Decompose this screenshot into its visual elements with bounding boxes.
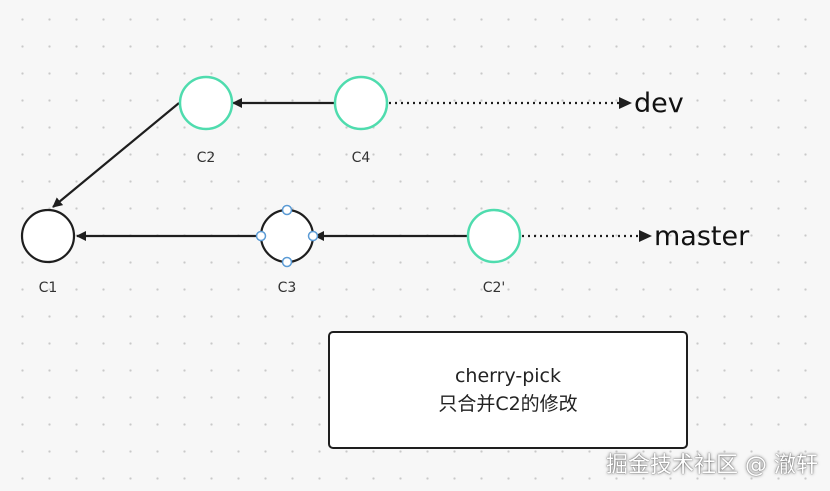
node-label-c4: C4 <box>352 150 371 166</box>
commit-node-c3[interactable] <box>259 208 315 264</box>
master-pointer-arrow <box>522 230 652 242</box>
commit-node-c2[interactable] <box>178 75 234 131</box>
commit-node-c3-selected[interactable] <box>255 204 319 268</box>
node-label-c1: C1 <box>39 280 58 296</box>
commit-node-c1[interactable] <box>20 208 76 264</box>
selection-handle-top[interactable] <box>281 204 293 216</box>
commit-node-c2-prime[interactable] <box>466 208 522 264</box>
branch-label-dev: dev <box>634 88 684 119</box>
selection-handle-right[interactable] <box>307 230 319 242</box>
selection-handle-bottom[interactable] <box>281 256 293 268</box>
node-label-c2-prime: C2' <box>483 280 506 296</box>
edge-c2-to-c1 <box>52 102 180 208</box>
node-label-c2: C2 <box>197 150 216 166</box>
note-description: 只合并C2的修改 <box>438 393 578 415</box>
cherry-pick-note-box[interactable]: cherry-pick 只合并C2的修改 <box>328 331 688 449</box>
node-label-c3: C3 <box>278 280 297 296</box>
branch-label-master: master <box>654 221 750 252</box>
note-title: cherry-pick <box>454 365 562 387</box>
dev-pointer-arrow <box>389 97 632 109</box>
commit-node-c4[interactable] <box>333 75 389 131</box>
selection-handle-left[interactable] <box>255 230 267 242</box>
watermark: 掘金技术社区 @ 澈轩 <box>606 453 818 478</box>
